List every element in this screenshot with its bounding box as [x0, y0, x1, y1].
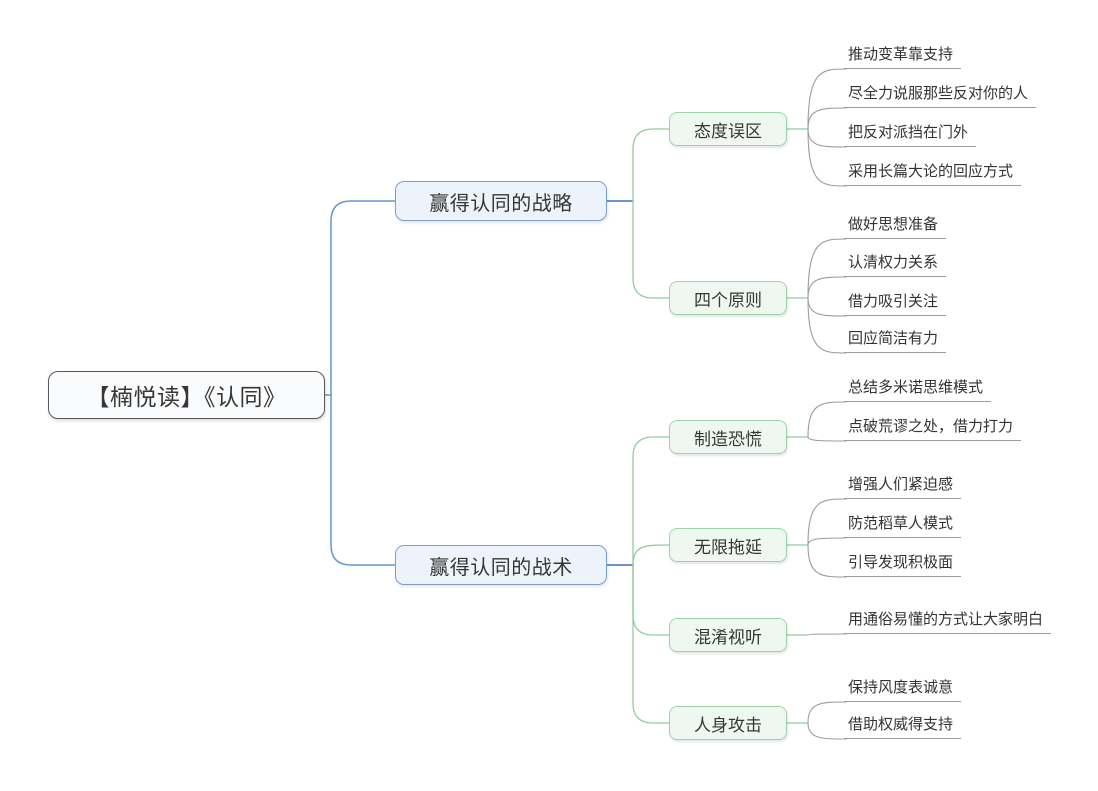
leaf-topic[interactable]: 防范稻草人模式 — [844, 514, 962, 538]
leaf-connector — [807, 128, 847, 148]
sub-topic[interactable]: 混淆视听 — [669, 618, 787, 652]
leaf-topic[interactable]: 保持风度表诚意 — [844, 678, 962, 702]
subtopic-connector — [632, 436, 670, 566]
leaf-topic[interactable]: 推动变革靠支持 — [844, 45, 962, 69]
leaf-topic[interactable]: 用通俗易懂的方式让大家明白 — [844, 610, 1052, 634]
leaf-connector — [807, 68, 847, 130]
leaf-topic[interactable]: 回应简洁有力 — [844, 329, 947, 353]
leaf-topic[interactable]: 尽全力说服那些反对你的人 — [844, 84, 1037, 108]
leaf-connector — [807, 238, 847, 299]
leaf-topic[interactable]: 引导发现积极面 — [844, 553, 962, 577]
leaf-topic[interactable]: 总结多米诺思维模式 — [844, 378, 992, 402]
leaf-connector — [807, 401, 847, 438]
leaf-topic[interactable]: 借力吸引关注 — [844, 292, 947, 316]
leaf-connector — [807, 701, 847, 724]
subtopic-connector — [632, 200, 670, 299]
leaf-connector — [807, 722, 847, 740]
sub-topic[interactable]: 人身攻击 — [669, 706, 787, 740]
leaf-connector — [807, 537, 847, 546]
leaf-connector — [807, 633, 847, 636]
main-topic[interactable]: 赢得认同的战略 — [395, 181, 607, 221]
leaf-connector — [807, 297, 847, 317]
leaf-connector — [807, 498, 847, 546]
root-branch-connector — [330, 394, 396, 566]
sub-topic[interactable]: 四个原则 — [669, 281, 787, 315]
sub-topic[interactable]: 制造恐慌 — [669, 420, 787, 454]
leaf-connector — [807, 276, 847, 299]
leaf-topic[interactable]: 采用长篇大论的回应方式 — [844, 162, 1022, 186]
central-topic[interactable]: 【楠悦读】《认同》 — [48, 371, 325, 419]
subtopic-connector — [632, 544, 670, 566]
sub-topic[interactable]: 态度误区 — [669, 112, 787, 146]
leaf-topic[interactable]: 点破荒谬之处，借力打力 — [844, 417, 1022, 441]
subtopic-connector — [632, 128, 670, 202]
leaf-topic[interactable]: 认清权力关系 — [844, 253, 947, 277]
leaf-topic[interactable]: 借助权威得支持 — [844, 715, 962, 739]
leaf-topic[interactable]: 把反对派挡在门外 — [844, 123, 977, 147]
leaf-connector — [807, 436, 847, 442]
root-branch-connector — [330, 200, 396, 396]
subtopic-connector — [632, 564, 670, 636]
leaf-topic[interactable]: 做好思想准备 — [844, 215, 947, 239]
leaf-connector — [807, 128, 847, 187]
subtopic-connector — [632, 564, 670, 724]
sub-topic[interactable]: 无限拖延 — [669, 528, 787, 562]
leaf-topic[interactable]: 增强人们紧迫感 — [844, 475, 962, 499]
leaf-connector — [807, 297, 847, 354]
leaf-connector — [807, 107, 847, 130]
main-topic[interactable]: 赢得认同的战术 — [395, 545, 607, 585]
leaf-connector — [807, 544, 847, 578]
